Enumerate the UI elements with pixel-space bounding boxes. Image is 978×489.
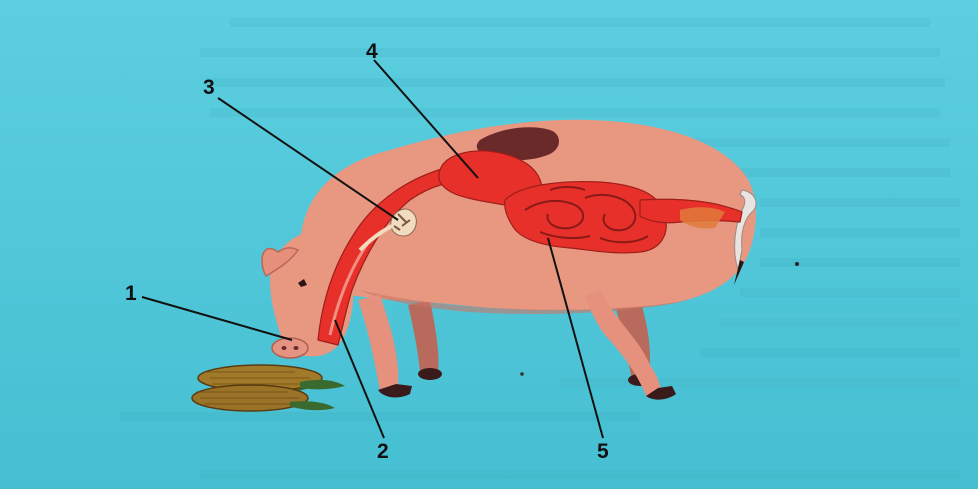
label-5: 5 <box>597 440 609 463</box>
speck <box>795 262 799 266</box>
label-1: 1 <box>125 282 137 305</box>
label-4: 4 <box>366 40 378 63</box>
label-3: 3 <box>203 76 215 99</box>
pig-snout <box>272 338 308 358</box>
label-2: 2 <box>377 440 389 463</box>
speck-2 <box>520 372 524 376</box>
